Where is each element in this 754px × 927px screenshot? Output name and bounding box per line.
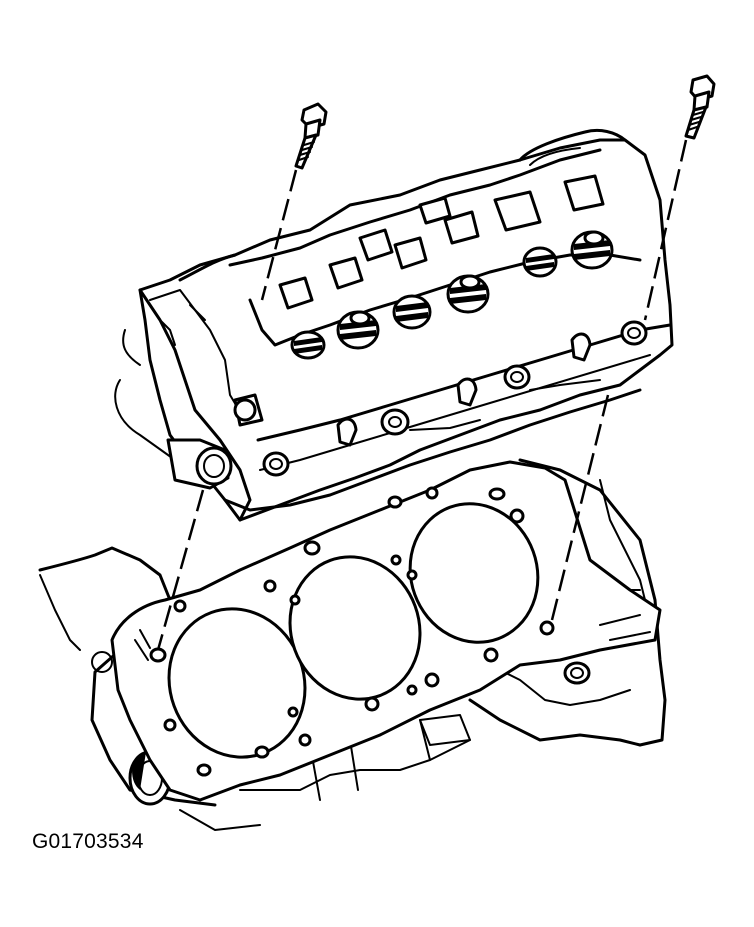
cylinder-head xyxy=(138,128,674,522)
cylinder-bore-2 xyxy=(288,555,422,701)
coolant-fitting xyxy=(166,438,233,490)
engine-block xyxy=(38,329,667,831)
valve-springs xyxy=(290,230,614,360)
cylinder-bore-3 xyxy=(408,502,540,644)
head-bolt-left xyxy=(294,102,328,170)
alignment-lines xyxy=(156,139,688,651)
head-gasket xyxy=(110,460,662,802)
head-bolt-right xyxy=(684,74,716,140)
figure-code: G01703534 xyxy=(32,830,144,853)
